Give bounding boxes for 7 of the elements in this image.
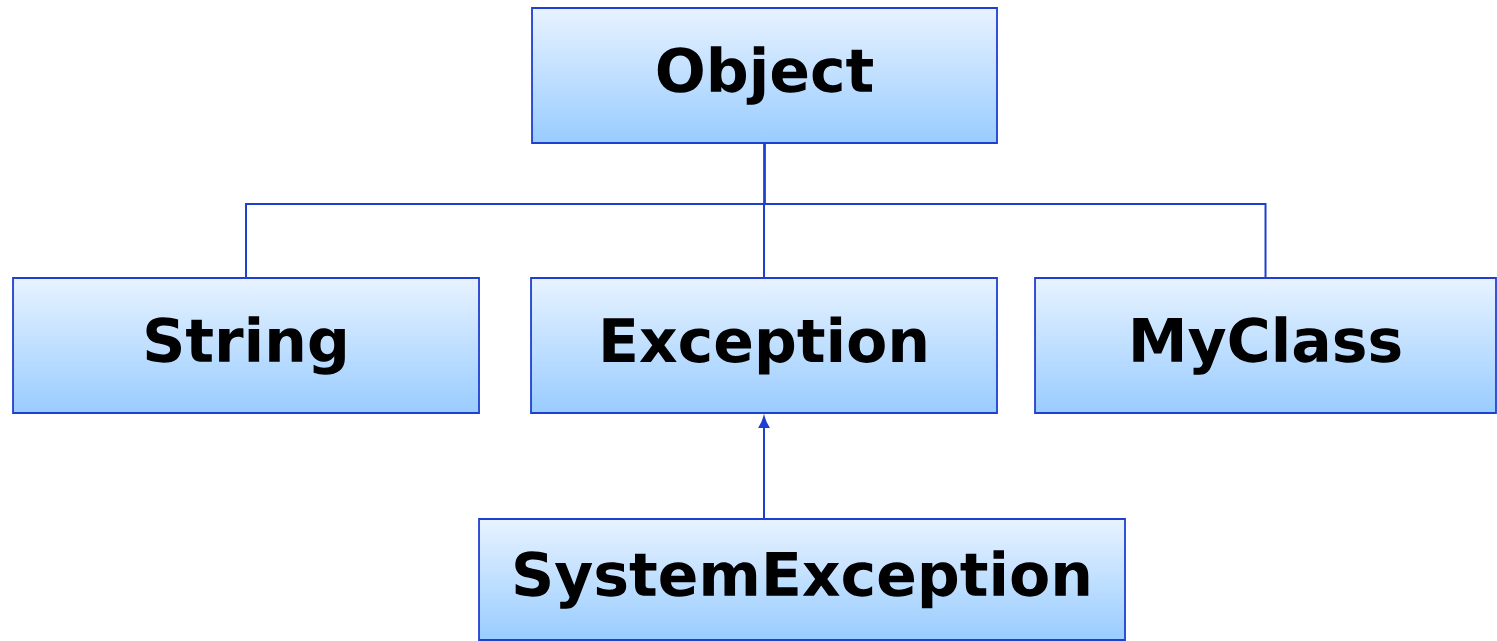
class-box: String	[12, 277, 480, 414]
class-box: SystemException	[478, 518, 1126, 641]
class-box: MyClass	[1034, 277, 1497, 414]
class-box: Exception	[530, 277, 998, 414]
connector	[758, 416, 770, 520]
class-box: Object	[531, 7, 998, 144]
connector	[763, 142, 1267, 279]
